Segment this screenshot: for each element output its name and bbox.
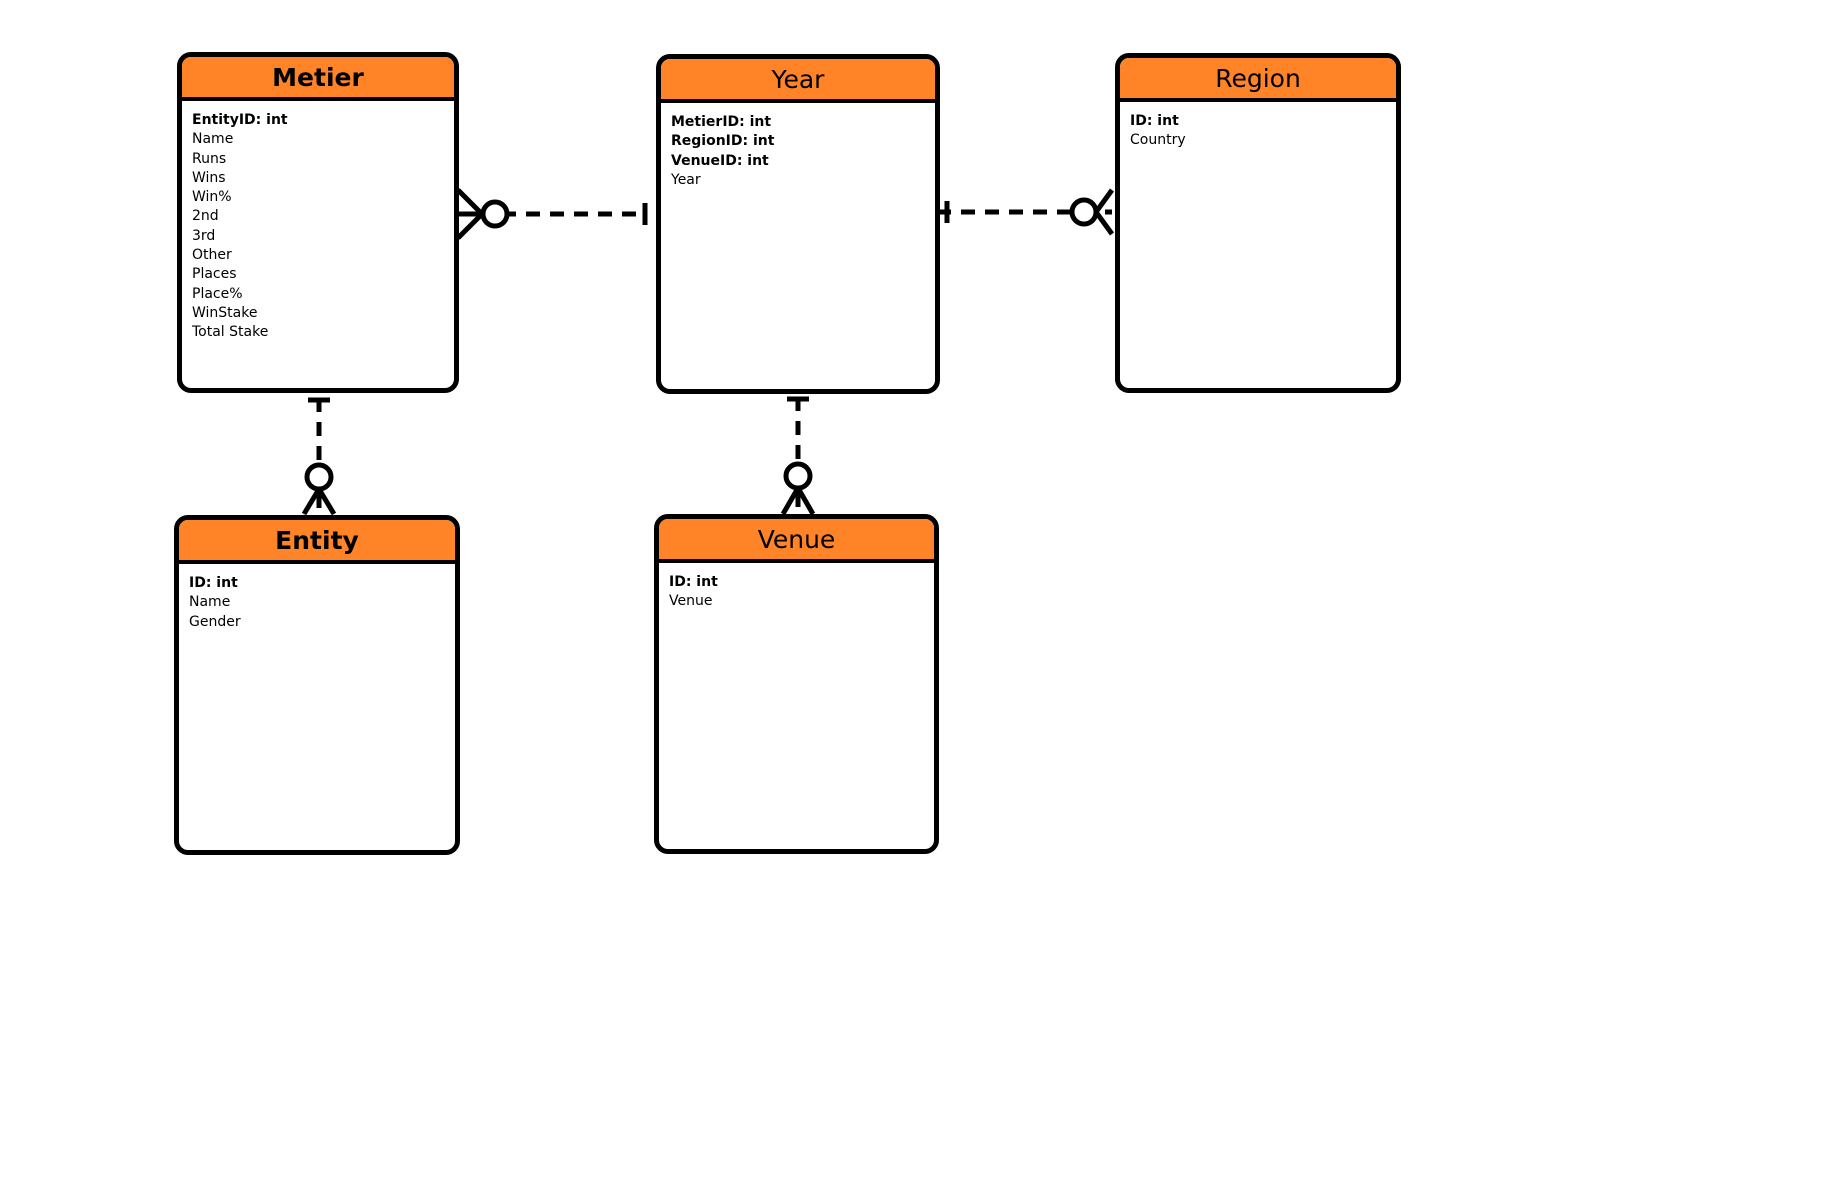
entity-header-venue: Venue <box>659 519 934 563</box>
attribute-field: Other <box>192 247 232 264</box>
crows-foot-lower-prong <box>456 212 484 240</box>
attribute-field: 3rd <box>192 227 216 244</box>
entity-header-metier: Metier <box>182 57 454 101</box>
entity-header-region: Region <box>1120 58 1396 102</box>
key-field: ID: int <box>189 575 238 591</box>
key-field: ID: int <box>1130 113 1179 129</box>
key-field: EntityID: int <box>192 112 288 128</box>
relationship-year-region <box>937 188 1115 236</box>
crows-foot-left-prong <box>301 487 322 516</box>
attribute-field: Country <box>1130 132 1186 149</box>
crows-foot-upper-prong <box>456 188 484 216</box>
key-field: VenueID: int <box>671 152 769 169</box>
crows-foot-upper-prong <box>1093 188 1115 214</box>
crows-foot-right-prong <box>795 486 816 516</box>
relationship-metier-entity <box>301 397 337 516</box>
attribute-field: WinStake <box>192 304 258 321</box>
zero-cardinality-circle <box>304 462 334 492</box>
attribute-field: Venue <box>669 593 713 610</box>
entity-header-entity: Entity <box>179 520 455 564</box>
attribute-field: Year <box>671 171 701 188</box>
zero-cardinality-circle <box>1069 197 1099 227</box>
crows-foot-right-prong <box>316 487 337 516</box>
crows-foot-lower-prong <box>1093 210 1115 236</box>
relationship-year-venue <box>780 396 816 516</box>
key-field: ID: int <box>669 574 718 590</box>
attribute-field: Wins <box>192 169 226 186</box>
crows-foot-left-prong <box>780 486 801 516</box>
attribute-field: 2nd <box>192 208 219 225</box>
relationship-metier-year <box>430 188 648 240</box>
entity-header-year: Year <box>661 59 935 103</box>
attribute-field: Place% <box>192 285 243 302</box>
attribute-field: Places <box>192 266 237 283</box>
attribute-field: Gender <box>189 613 241 630</box>
attribute-field: Win% <box>192 189 232 206</box>
attribute-field: Name <box>192 131 234 148</box>
attribute-field: Runs <box>192 150 227 167</box>
zero-cardinality-circle <box>480 199 510 229</box>
key-field: RegionID: int <box>671 133 775 150</box>
attribute-field: Total Stake <box>192 324 269 341</box>
attribute-field: Name <box>189 594 231 611</box>
key-field: MetierID: int <box>671 114 772 130</box>
zero-cardinality-circle <box>783 461 813 491</box>
